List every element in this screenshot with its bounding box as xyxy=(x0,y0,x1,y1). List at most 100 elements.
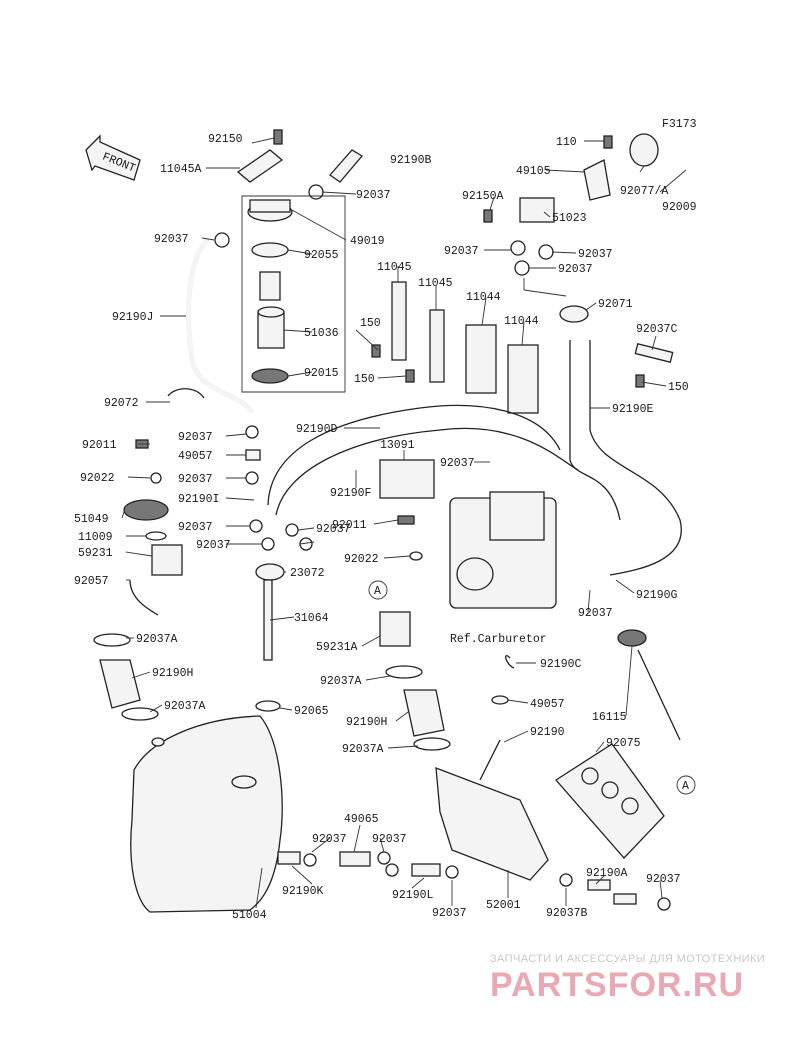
connector-marker-a-center-label: A xyxy=(374,585,381,598)
holder-11044-b xyxy=(507,344,539,414)
connector-marker-a-right xyxy=(676,775,696,795)
pump-assembly-box xyxy=(241,195,346,393)
label-51049: 51049 xyxy=(74,513,109,526)
hose-92190D xyxy=(267,404,561,506)
hose-92190G xyxy=(589,340,682,576)
label-92011-a: 92011 xyxy=(82,439,117,452)
label-59231: 59231 xyxy=(78,547,113,560)
watermark-tagline: ЗАПЧАСТИ И АКСЕССУАРЫ ДЛЯ МОТОТЕХНИКИ xyxy=(490,953,765,965)
label-92072: 92072 xyxy=(104,397,139,410)
label-92015: 92015 xyxy=(304,367,339,380)
carburetor-ref xyxy=(379,459,557,609)
label-11045-a: 11045 xyxy=(377,261,412,274)
label-92190A: 92190A xyxy=(586,867,628,880)
label-92037-top: 92037 xyxy=(356,189,391,202)
label-92190H-b: 92190H xyxy=(346,716,387,729)
bracket-11045-a xyxy=(391,281,407,361)
reservoir-52001 xyxy=(435,767,549,881)
bracket-11045-b xyxy=(429,309,445,383)
label-92075: 92075 xyxy=(606,737,641,750)
label-92190D: 92190D xyxy=(296,423,338,436)
bracket-49105 xyxy=(583,159,611,201)
label-92065: 92065 xyxy=(294,705,329,718)
label-92055: 92055 xyxy=(304,249,339,262)
label-92190H-a: 92190H xyxy=(152,667,193,680)
label-92190L: 92190L xyxy=(392,889,434,902)
label-92022-b: 92022 xyxy=(344,553,379,566)
label-92037C: 92037C xyxy=(636,323,678,336)
front-arrow-icon: FRONT xyxy=(85,134,141,181)
label-92190F: 92190F xyxy=(330,487,372,500)
label-92190E: 92190E xyxy=(612,403,654,416)
label-13091: 13091 xyxy=(380,439,415,452)
filter-92071 xyxy=(559,305,589,323)
hose-92190H-a xyxy=(99,659,141,709)
label-92037-b1: 92037 xyxy=(312,833,347,846)
label-11045-b: 11045 xyxy=(418,277,453,290)
label-150-b: 150 xyxy=(354,373,375,386)
cap-51049 xyxy=(123,499,169,521)
label-92037-m4: 92037 xyxy=(196,539,231,552)
pump-cap xyxy=(247,199,293,384)
clamp-92072 xyxy=(167,388,205,399)
label-92037-r1: 92037 xyxy=(444,245,479,258)
hose-92190B xyxy=(329,149,363,183)
label-92037-b4: 92037 xyxy=(646,873,681,886)
label-92037-r2: 92037 xyxy=(578,248,613,261)
hose-92190F xyxy=(275,427,579,516)
label-92037-b2: 92037 xyxy=(372,833,407,846)
part-labels: 92150 11045A 92190B 92037 49019 92055 51… xyxy=(74,133,697,922)
figure-code: F3173 xyxy=(662,118,697,131)
label-92011-b: 92011 xyxy=(332,519,367,532)
tank-51004 xyxy=(130,715,283,913)
label-92150A: 92150A xyxy=(462,190,504,203)
label-23072: 23072 xyxy=(290,567,325,580)
label-92037-m3: 92037 xyxy=(178,521,213,534)
connector-marker-a-center xyxy=(368,580,388,600)
label-92037B: 92037B xyxy=(546,907,588,920)
label-11044-a: 11044 xyxy=(466,291,501,304)
label-49057-b: 49057 xyxy=(530,698,565,711)
label-150-a: 150 xyxy=(360,317,381,330)
holder-11044-a xyxy=(465,324,497,394)
label-49065: 49065 xyxy=(344,813,379,826)
label-ref-carburetor: Ref.Carburetor xyxy=(450,633,547,646)
label-92190K: 92190K xyxy=(282,885,324,898)
label-92077A: 92077/A xyxy=(620,185,668,198)
label-92037-b3: 92037 xyxy=(432,907,467,920)
label-52001: 52001 xyxy=(486,899,521,912)
band-92037C xyxy=(634,343,674,363)
label-51036: 51036 xyxy=(304,327,339,340)
label-92037A-b: 92037A xyxy=(164,700,206,713)
label-92071: 92071 xyxy=(598,298,633,311)
label-92037-m1: 92037 xyxy=(178,431,213,444)
label-51023: 51023 xyxy=(552,212,587,225)
neck-59231 xyxy=(151,544,183,576)
label-11009: 11009 xyxy=(78,531,113,544)
cock-51023 xyxy=(519,197,555,223)
label-92037A-a: 92037A xyxy=(136,633,178,646)
label-11044-b: 11044 xyxy=(504,315,539,328)
label-92057: 92057 xyxy=(74,575,109,588)
label-92190J: 92190J xyxy=(112,311,153,324)
label-92190I: 92190I xyxy=(178,493,219,506)
hose-92190H-b xyxy=(403,689,445,737)
label-92037-left: 92037 xyxy=(154,233,189,246)
label-92190C: 92190C xyxy=(540,658,582,671)
label-49057-a: 49057 xyxy=(178,450,213,463)
label-92037A-d: 92037A xyxy=(342,743,384,756)
label-31064: 31064 xyxy=(294,612,329,625)
label-92190B: 92190B xyxy=(390,154,432,167)
label-16115: 16115 xyxy=(592,711,627,724)
label-92037-m6: 92037 xyxy=(440,457,475,470)
watermark-brand: PARTSFOR.RU xyxy=(490,966,744,1004)
bracket-11045A xyxy=(236,149,284,183)
cable-holder-13091 xyxy=(379,459,435,499)
label-59231A: 59231A xyxy=(316,641,358,654)
label-110: 110 xyxy=(556,136,577,149)
knob-92077A xyxy=(629,133,659,167)
label-92037-m2: 92037 xyxy=(178,473,213,486)
shield-92075 xyxy=(555,743,665,859)
label-92009: 92009 xyxy=(662,201,697,214)
